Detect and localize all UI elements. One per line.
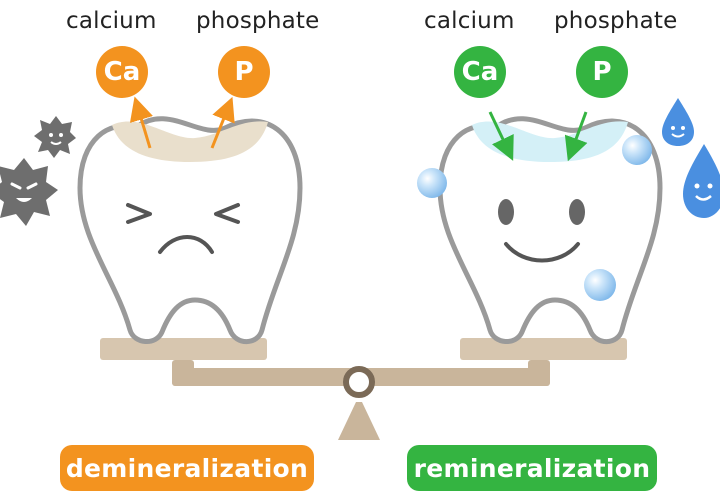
right-phosphate-label: phosphate xyxy=(554,8,678,34)
left-calcium-ion: Ca xyxy=(96,46,148,98)
smile-mouth xyxy=(504,242,580,263)
remineralization-badge: remineralization xyxy=(407,445,657,491)
right-calcium-ion: Ca xyxy=(454,46,506,98)
frown-mouth xyxy=(158,235,214,254)
water-drop-large-icon xyxy=(683,144,720,218)
ca-uptake-arrow xyxy=(488,111,514,161)
beam-right-end xyxy=(528,360,550,386)
bubble-left xyxy=(417,168,447,198)
squint-left-eye xyxy=(126,203,152,224)
balance-scale xyxy=(100,338,627,440)
right-calcium-label: calcium xyxy=(424,8,515,34)
left-calcium-label: calcium xyxy=(66,8,157,34)
p-uptake-arrow xyxy=(564,111,588,162)
bubble-top-right xyxy=(622,135,652,165)
pivot xyxy=(343,366,375,398)
left-phosphate-label: phosphate xyxy=(196,8,320,34)
demineralized-enamel xyxy=(112,121,268,162)
sad-tooth xyxy=(77,96,303,345)
right-eye xyxy=(569,199,585,225)
fulcrum xyxy=(338,402,380,440)
bacteria-small xyxy=(34,116,76,158)
right-phosphate-ion: P xyxy=(576,46,628,98)
left-eye xyxy=(498,199,514,225)
left-phosphate-ion: P xyxy=(218,46,270,98)
bacteria-large xyxy=(0,158,58,226)
beam-left-end xyxy=(172,360,194,386)
bubble-bottom xyxy=(584,269,616,301)
squint-right-eye xyxy=(214,203,240,224)
ca-release-arrow xyxy=(129,96,153,149)
p-release-arrow xyxy=(210,96,235,149)
water-drop-small-icon xyxy=(662,98,694,146)
demineralization-badge: demineralization xyxy=(60,445,314,491)
